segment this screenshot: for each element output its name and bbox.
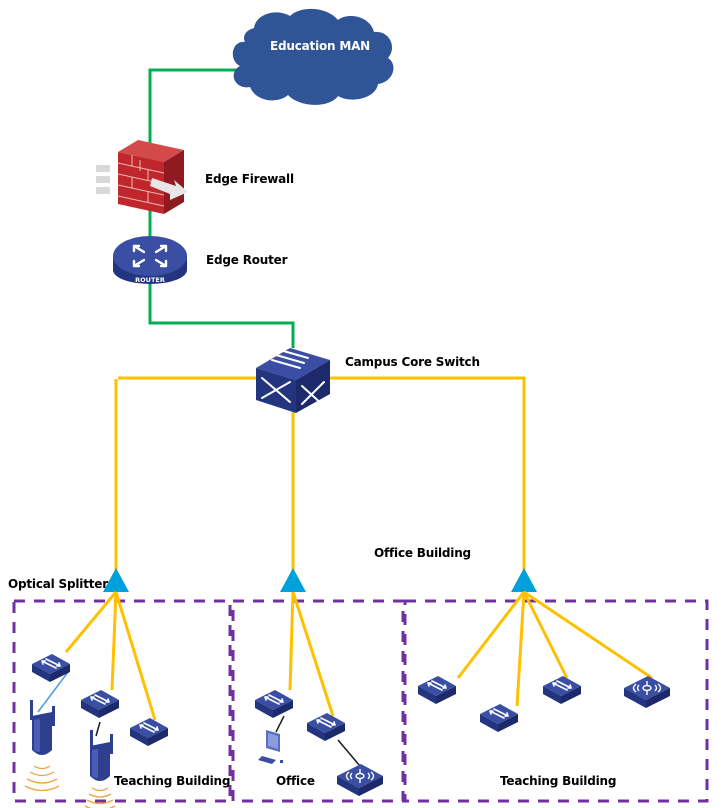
wireless-ap-group	[24, 671, 116, 808]
zone-teaching-building-right	[403, 599, 709, 803]
wireless-ap-icon[interactable]	[84, 730, 116, 808]
office-building-label: Office Building	[374, 546, 471, 560]
access-switch-icon[interactable]	[80, 689, 120, 719]
zone-teaching-building-left	[12, 599, 232, 803]
zone-office	[231, 599, 405, 803]
access-switch-icon[interactable]	[129, 717, 169, 747]
router-icon[interactable]: ROUTER	[113, 236, 187, 284]
router-badge: ROUTER	[135, 276, 165, 284]
splitter-icon[interactable]	[103, 568, 129, 592]
core-switch-icon[interactable]	[256, 348, 330, 413]
zone-label-teaching-right: Teaching Building	[500, 774, 617, 788]
splitter-icon[interactable]	[511, 568, 537, 592]
wireless-controller-icon[interactable]	[336, 763, 384, 797]
fiber-trunks	[114, 376, 526, 572]
firewall-label: Edge Firewall	[205, 172, 294, 186]
router-label: Edge Router	[206, 253, 288, 267]
zone-label-teaching-left: Teaching Building	[114, 774, 231, 788]
optical-splitters	[103, 568, 537, 592]
access-switch-icon[interactable]	[254, 689, 294, 719]
fiber-fanout	[64, 590, 653, 721]
splitter-icon[interactable]	[280, 568, 306, 592]
firewall-icon[interactable]	[96, 140, 188, 214]
optical-splitter-label: Optical Splitter	[8, 577, 108, 591]
access-switch-icon[interactable]	[479, 703, 519, 733]
cloud-label: Education MAN	[270, 39, 371, 53]
access-switch-icon[interactable]	[417, 675, 457, 705]
core-switch-label: Campus Core Switch	[345, 355, 480, 369]
wireless-ap-icon[interactable]	[24, 700, 60, 792]
fiber-core-right	[328, 376, 526, 572]
zone-label-office: Office	[276, 774, 315, 788]
access-switch-icon[interactable]	[306, 712, 346, 742]
wireless-controller-icon[interactable]	[623, 675, 671, 709]
pc-icon[interactable]	[258, 730, 283, 764]
cloud-education-man[interactable]	[232, 8, 394, 105]
link-switch-pc	[275, 715, 285, 733]
link-switch-controller	[337, 739, 361, 767]
zones	[12, 599, 709, 803]
link-router-core	[148, 275, 295, 348]
access-switch-icon[interactable]	[542, 675, 582, 705]
